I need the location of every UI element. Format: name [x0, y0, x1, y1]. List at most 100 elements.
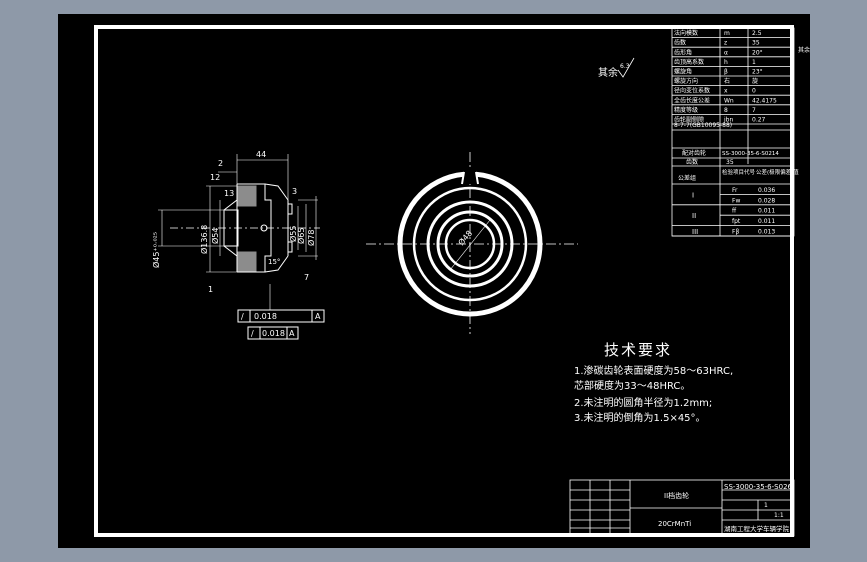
param-symbol-9: jbn — [723, 117, 733, 124]
dim-dia-55: Ø55 — [288, 226, 298, 242]
param-label-2: 齿形角 — [674, 48, 692, 56]
front-diameter-label: Ø48 — [456, 228, 474, 247]
tolerance-frame-2 — [247, 326, 299, 340]
gear-bore-circle — [444, 218, 496, 270]
tooth-top — [287, 203, 293, 215]
gear-top-chamfer — [264, 183, 289, 201]
roughness-symbol — [617, 57, 635, 78]
table-side-mark: 其余 — [798, 46, 810, 54]
hub-bore — [223, 209, 239, 247]
drawing-canvas: 44 2 12 13 3 1 7 15° Ø45⁺⁰·⁰²⁵ Ø136.8 Ø5… — [58, 14, 810, 548]
title-ratio: 1:1 — [774, 512, 784, 519]
param-symbol-4: β — [724, 69, 728, 76]
dim-1: 1 — [208, 285, 213, 294]
dim-dia-136: Ø136.8 — [199, 225, 209, 254]
param-symbol-6: x — [724, 88, 728, 95]
param-value-5: 旋 — [752, 77, 758, 85]
gear-parameters-table — [671, 27, 795, 237]
param-symbol-8: 8 — [724, 107, 728, 114]
tol-group-0: I — [692, 191, 694, 199]
param-label-3: 齿顶高系数 — [674, 58, 704, 66]
dim-2: 2 — [218, 159, 223, 168]
tol-header-2: 公差(极限偏差)值 — [756, 168, 799, 176]
section-dimension-labels: 44 2 12 13 3 1 7 15° Ø45⁺⁰·⁰²⁵ Ø136.8 Ø5… — [151, 150, 321, 338]
hatch-bottom — [237, 251, 257, 273]
param-value-0: 2.5 — [752, 30, 762, 37]
pair-teeth-label: 齿数 — [686, 158, 698, 166]
title-material: 20CrMnTi — [658, 520, 691, 528]
tol2-ref: A — [289, 329, 295, 338]
dim-dia-54: Ø54 — [210, 228, 220, 244]
tol2-symbol: ∕ — [251, 329, 254, 338]
roughness-note: 其余 — [598, 66, 618, 79]
precision-standard: 8-7-7(GB10095-88) — [674, 122, 732, 129]
tech-req-line-3: 2.未注明的圆角半径为1.2mm; — [574, 398, 713, 409]
gear-outline-left — [237, 183, 272, 273]
tech-req-line-1: 1.渗碳齿轮表面硬度为58～63HRC, — [574, 366, 734, 377]
dim-dia-45: Ø45⁺⁰·⁰²⁵ — [151, 232, 161, 268]
tech-req-title: 技术要求 — [604, 341, 673, 359]
dim-12: 12 — [210, 173, 220, 182]
tolerance-frame-1 — [237, 309, 325, 323]
gear-hub-inner-circle — [436, 210, 504, 278]
tol2-value: 0.018 — [262, 329, 285, 338]
title-qty: 1 — [764, 502, 768, 509]
front-diameter-line — [449, 219, 491, 271]
param-value-1: 35 — [752, 40, 760, 47]
tol1-ref: A — [315, 312, 321, 321]
param-label-7: 全齿长度公差 — [674, 96, 710, 104]
param-symbol-1: z — [724, 40, 727, 47]
param-symbol-5: 右 — [724, 77, 730, 85]
param-label-0: 法向模数 — [674, 29, 698, 37]
hub-bottom — [223, 245, 238, 257]
param-label-5: 螺旋方向 — [674, 77, 698, 85]
dim-dia-65: Ø65 — [296, 228, 306, 244]
param-value-2: 20° — [752, 49, 763, 56]
pair-teeth-value: 35 — [726, 159, 734, 166]
param-value-4: 23° — [752, 69, 763, 76]
hole-mark — [260, 224, 268, 232]
param-label-9: 齿轮副侧隙 — [674, 116, 704, 124]
tol1-value: 0.018 — [254, 312, 277, 321]
tol-code-2-0: Fβ — [732, 229, 739, 236]
cad-drawing: 44 2 12 13 3 1 7 15° Ø45⁺⁰·⁰²⁵ Ø136.8 Ø5… — [151, 27, 810, 537]
pair-gear-label: 配对齿轮 — [682, 149, 706, 157]
dim-angle: 15° — [268, 258, 280, 266]
param-value-6: 0 — [752, 88, 756, 95]
param-symbol-7: Wn — [724, 97, 734, 104]
tol-value-0-1: 0.028 — [758, 197, 775, 204]
pair-gear-code: SS-3000-35-6-S0214 — [722, 151, 779, 157]
tol-group-1: II — [692, 212, 696, 220]
param-label-4: 螺旋角 — [674, 68, 692, 76]
tech-req-line-4: 3.未注明的倒角为1.5×45°。 — [574, 413, 706, 424]
param-value-8: 7 — [752, 107, 756, 114]
tooth-bottom — [287, 241, 293, 253]
tol-value-1-1: 0.011 — [758, 218, 775, 225]
tol-code-0-1: Fw — [732, 197, 740, 204]
gear-hub-outer-circle — [426, 200, 514, 288]
roughness-value: 6.3 — [620, 63, 630, 70]
tol-code-0-0: Fr — [732, 187, 738, 194]
param-symbol-3: h — [724, 59, 728, 66]
param-symbol-2: α — [724, 49, 728, 56]
dim-13: 13 — [224, 189, 234, 198]
dim-3: 3 — [292, 187, 297, 196]
dim-44: 44 — [256, 150, 266, 159]
hub-top — [223, 199, 238, 211]
param-symbol-0: m — [724, 30, 730, 37]
hatch-top — [237, 185, 257, 207]
gear-bottom-chamfer — [264, 255, 289, 273]
title-block — [569, 479, 795, 537]
title-school: 湖南工程大学车辆学院 — [724, 524, 790, 533]
param-value-9: 0.27 — [752, 117, 766, 124]
gear-front-view — [366, 152, 578, 334]
gear-web-circle — [412, 186, 528, 302]
gear-section-view — [158, 154, 325, 340]
param-label-6: 径向变位系数 — [674, 87, 710, 95]
param-label-1: 齿数 — [674, 39, 686, 47]
title-drawing-code: SS-3000-35-6-S026 — [724, 483, 793, 491]
tol-group-2: III — [692, 228, 698, 236]
tol-group-label: 公差组 — [678, 174, 696, 182]
tol-value-2-0: 0.013 — [758, 229, 775, 236]
